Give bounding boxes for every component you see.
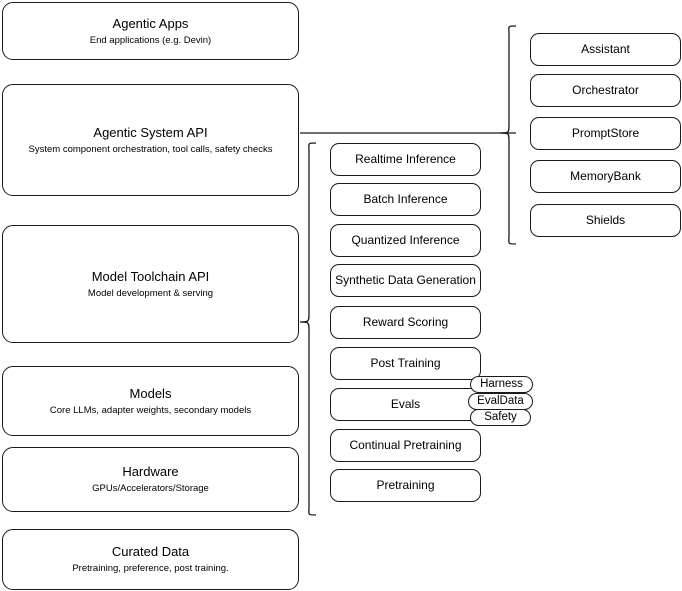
system-component-label: PromptStore (571, 126, 640, 140)
capability-box-quantized-inference[interactable]: Quantized Inference (330, 224, 481, 257)
evals-badge-evaldata[interactable]: EvalData (468, 393, 533, 410)
toolchain-capabilities-brace (299, 142, 317, 516)
capability-box-post-training[interactable]: Post Training (330, 347, 481, 380)
capability-label: Continual Pretraining (349, 438, 462, 452)
stack-layer-title: Curated Data (111, 544, 190, 559)
evals-badge-harness[interactable]: Harness (470, 376, 533, 393)
stack-layer-title: Models (129, 385, 172, 401)
capability-box-pretraining[interactable]: Pretraining (330, 469, 481, 502)
stack-layer-subtitle: End applications (e.g. Devin) (89, 34, 212, 46)
evals-badge-label: Safety (484, 411, 517, 423)
evals-badge-label: EvalData (477, 395, 524, 407)
system-components-brace (499, 25, 517, 245)
stack-layer-title: Model Toolchain API (91, 268, 210, 284)
stack-layer-subtitle: Pretraining, preference, post training. (72, 563, 229, 574)
capability-label: Reward Scoring (362, 315, 449, 329)
capability-label: Synthetic Data Generation (335, 273, 476, 287)
capability-label: Realtime Inference (355, 152, 456, 166)
stack-layer-title: Agentic System API (93, 124, 208, 140)
stack-layer-title: Agentic Apps (112, 15, 189, 31)
stack-layer-subtitle: Model development & serving (87, 287, 214, 299)
system-component-label: Shields (585, 213, 626, 227)
stack-layer-agentic-system-api[interactable]: Agentic System API System component orche… (2, 84, 299, 196)
capability-box-synthetic-data-generation[interactable]: Synthetic Data Generation (330, 264, 481, 297)
stack-layer-subtitle: GPUs/Accelerators/Storage (92, 483, 209, 494)
capability-label: Post Training (370, 356, 441, 370)
capability-box-reward-scoring[interactable]: Reward Scoring (330, 306, 481, 339)
evals-badge-label: Harness (480, 378, 523, 390)
capability-label: Evals (390, 397, 421, 411)
stack-layer-model-toolchain-api[interactable]: Model Toolchain API Model development & s… (2, 225, 299, 343)
system-api-connector-line (300, 132, 516, 134)
stack-layer-title: Hardware (122, 464, 179, 479)
stack-layer-subtitle: Core LLMs, adapter weights, secondary mo… (49, 404, 252, 416)
system-component-box-assistant[interactable]: Assistant (530, 33, 681, 66)
capability-box-batch-inference[interactable]: Batch Inference (330, 183, 481, 216)
capability-label: Batch Inference (363, 192, 448, 206)
system-component-label: Orchestrator (572, 83, 639, 97)
capability-box-realtime-inference[interactable]: Realtime Inference (330, 143, 481, 176)
system-component-label: MemoryBank (570, 169, 641, 183)
evals-badge-safety[interactable]: Safety (470, 409, 531, 426)
capability-box-evals[interactable]: Evals (330, 388, 481, 421)
system-component-label: Assistant (581, 42, 630, 56)
system-component-box-orchestrator[interactable]: Orchestrator (530, 74, 681, 107)
capability-box-continual-pretraining[interactable]: Continual Pretraining (330, 429, 481, 462)
system-component-box-promptstore[interactable]: PromptStore (530, 117, 681, 150)
system-component-box-memorybank[interactable]: MemoryBank (530, 160, 681, 193)
capability-label: Quantized Inference (351, 233, 460, 247)
stack-layer-subtitle: System component orchestration, tool cal… (28, 143, 273, 155)
capability-label: Pretraining (376, 478, 435, 492)
system-component-box-shields[interactable]: Shields (530, 204, 681, 237)
